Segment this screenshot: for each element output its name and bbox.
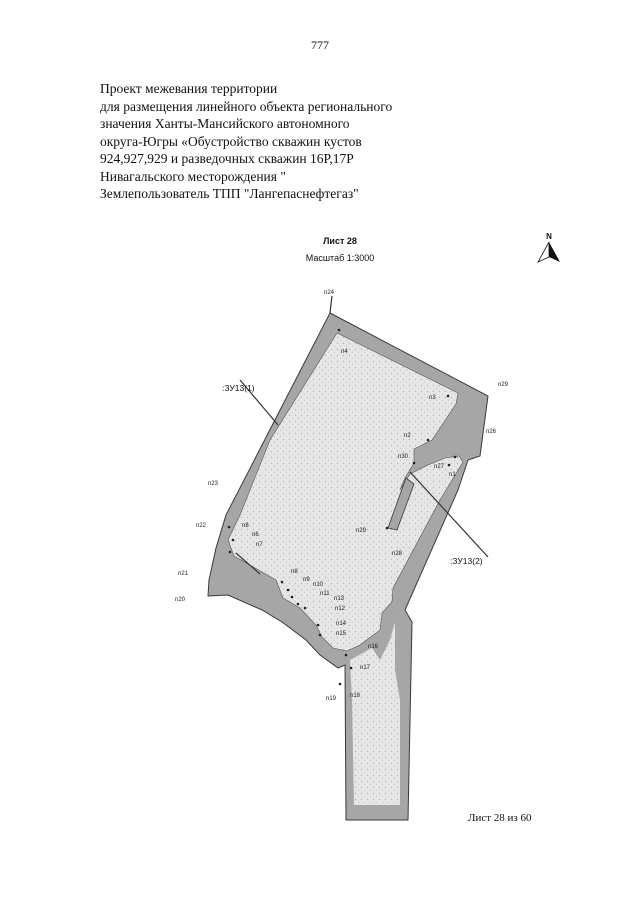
title-line: 924,927,929 и разведочных скважин 16Р,17… [100,151,354,166]
point-label: n3 [429,395,436,401]
point-label: n30 [398,454,409,460]
point-label: n1 [449,472,456,478]
parcel-inner-area [227,332,464,652]
point-label: n15 [336,631,347,637]
point-label: n10 [313,582,324,588]
point-label: n24 [324,290,335,296]
sheet-footer: Лист 28 из 60 [468,812,532,824]
point-label: n14 [336,621,347,627]
parcel-zu13-2 [387,477,415,531]
point-labels: n24 n4 n29 n3 n26 n2 n30 n27 n1 n23 n29 … [175,290,509,702]
point-markers [227,328,457,686]
point-label: n18 [350,693,361,699]
point-label: n23 [208,481,219,487]
parcel-label-zu13-2: :ЗУ13(2) [450,556,483,566]
point-label: n2 [404,433,411,439]
project-title: Проект межевания территории для размещен… [100,80,460,203]
north-label: N [546,232,552,241]
point-label: n7 [256,542,263,548]
title-line: значения Ханты-Мансийского автономного [100,116,350,131]
point-label: n12 [335,606,346,612]
corridor-inner-area [350,622,400,805]
title-line: Проект межевания территории [100,81,278,96]
point-label: n29 [356,528,367,534]
point-label: n28 [392,551,403,557]
point-label: n26 [486,429,497,435]
scale-text: Масштаб 1:3000 [305,253,375,263]
point-label: n16 [368,644,379,650]
point-label: n29 [498,382,509,388]
point-label: n22 [196,523,207,529]
title-line: округа-Югры «Обустройство скважин кустов [100,133,362,149]
point-label: n13 [334,596,345,602]
parcel-label-zu13-1: :ЗУ13(1) [222,383,255,393]
north-arrow-icon: N [537,232,560,263]
leader-lines [235,295,489,575]
point-label: n19 [326,696,337,702]
point-label: n8 [242,523,249,529]
point-label: n6 [252,532,259,538]
point-label: n27 [434,464,445,470]
point-label: n21 [178,571,189,577]
title-line: для размещения линейного объекта региона… [100,98,393,114]
sheet-title: Лист 28 [323,236,357,246]
point-label: n17 [360,665,371,671]
point-label: n20 [175,597,186,603]
point-label: n9 [303,577,310,583]
point-label: n11 [320,591,330,597]
title-line: Нивагальского месторождения " [100,168,286,184]
point-label: n8 [291,569,298,575]
page-number: 777 [311,38,329,52]
point-label: n4 [341,349,348,355]
title-line: Землепользователь ТПП "Лангепаснефтегаз" [100,186,359,201]
